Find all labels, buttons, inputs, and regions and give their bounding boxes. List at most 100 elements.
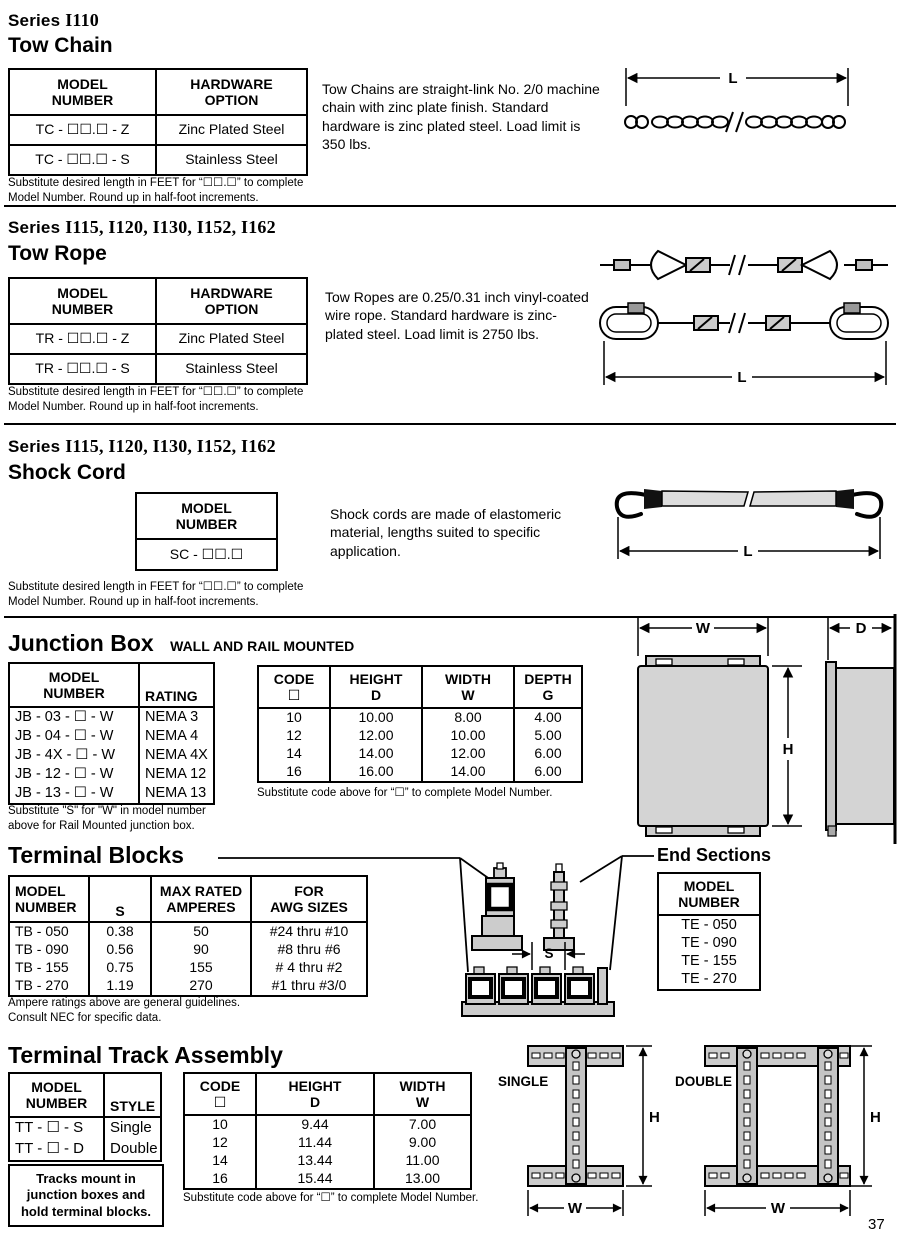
end-sections-table: MODEL NUMBER TE - 050 TE - 090 TE - 155 … [657,872,761,991]
terminal-blocks-title: Terminal Blocks [8,842,184,868]
tow-chain-table: MODEL NUMBER HARDWARE OPTION TC - ☐☐.☐ -… [8,68,308,176]
tow-chain-footnote: Substitute desired length in FEET for “☐… [8,177,304,205]
table-row: SC - ☐☐.☐ [135,538,278,570]
shock-cord-description: Shock cords are made of elastomeric mate… [330,506,562,559]
length-dim-label: L [737,369,746,386]
hardware-option-cell: Stainless Steel [155,144,308,175]
junction-box-title: Junction Box [8,630,154,656]
model-number-cell: TT - ☐ - D [8,1139,105,1161]
model-number-cell: TR - ☐☐.☐ - S [8,353,157,384]
amperes-cell: 270 [150,977,252,996]
column-header: HEIGHT D [255,1072,375,1116]
table-row: TR - ☐☐.☐ - S Stainless Steel [8,353,308,384]
model-number-cell: TB - 155 [8,959,90,977]
column-header: MODEL NUMBER [135,492,278,540]
double-width-dim-label: W [771,1200,786,1217]
assembled-blocks-row [462,967,614,1016]
width-cell: 10.00 [421,727,515,745]
model-number-cell: TE - 090 [657,934,761,953]
code-cell: 14 [183,1152,257,1170]
column-header: MAX RATED AMPERES [150,875,252,923]
tow-chain-title: Tow Chain [8,34,113,57]
column-header: MODEL NUMBER [8,875,90,923]
column-header: STYLE [103,1072,162,1118]
height-dim-label: H [783,741,794,758]
model-number-cell: TE - 155 [657,952,761,971]
column-header: HEIGHT D [329,665,423,709]
tow-rope-series-heading: Series I115, I120, I130, I152, I162 [8,217,276,238]
table-row: TC - ☐☐.☐ - S Stainless Steel [8,144,308,175]
shock-cord-diagram: L [608,489,890,560]
height-cell: 12.00 [329,727,423,745]
awg-cell: #24 thru #10 [250,922,368,941]
series-codes: I110 [65,10,99,30]
single-height-dim-label: H [649,1109,660,1126]
width-cell: 14.00 [421,763,515,782]
table-row: TE - 155 [657,952,761,971]
double-label: DOUBLE [675,1074,732,1089]
depth-cell: 6.00 [513,745,583,763]
height-cell: 16.00 [329,763,423,782]
column-header: MODEL NUMBER [8,277,157,325]
spacing-dim-label: S [544,946,553,961]
depth-cell: 4.00 [513,708,583,727]
height-cell: 11.44 [255,1134,375,1152]
column-header: S [88,875,152,923]
model-number-cell: SC - ☐☐.☐ [135,538,278,570]
section-divider [4,205,896,207]
double-track-drawing [705,1046,850,1186]
s-cell: 0.38 [88,922,152,941]
s-cell: 0.56 [88,941,152,959]
hardware-option-cell: Zinc Plated Steel [155,114,308,145]
width-cell: 12.00 [421,745,515,763]
rating-cell: NEMA 12 [138,765,215,784]
junction-box-subtitle: WALL AND RAIL MOUNTED [170,638,355,654]
length-dim-label: L [743,543,752,560]
model-number-cell: TE - 050 [657,915,761,935]
rating-cell: NEMA 4X [138,746,215,765]
series-codes: I115, I120, I130, I152, I162 [65,436,276,456]
depth-cell: 6.00 [513,763,583,782]
awg-cell: #8 thru #6 [250,941,368,959]
shock-cord-footnote: Substitute desired length in FEET for “☐… [8,581,304,609]
model-number-cell: TR - ☐☐.☐ - Z [8,323,157,354]
terminal-blocks-diagram: S [210,846,662,1022]
cord-drawing [617,489,882,517]
column-header: CODE ☐ [183,1072,257,1116]
width-cell: 8.00 [421,708,515,727]
terminal-block-profile [472,863,522,950]
code-cell: 10 [183,1115,257,1134]
s-cell: 0.75 [88,959,152,977]
terminal-blocks-footnote: Ampere ratings above are general guideli… [8,997,241,1025]
style-cell: Single [103,1117,162,1139]
shock-cord-table: MODEL NUMBER SC - ☐☐.☐ [135,492,278,571]
end-section-profile [544,864,574,950]
single-label: SINGLE [498,1074,548,1089]
column-header: MODEL NUMBER [8,68,157,116]
section-divider [4,616,896,618]
table-row: TR - ☐☐.☐ - Z Zinc Plated Steel [8,323,308,354]
model-number-cell: TE - 270 [657,970,761,990]
rope-quicklink-style [600,303,888,339]
single-track-drawing [528,1046,623,1186]
series-word: Series [8,218,61,237]
tow-chain-diagram: L [612,62,862,147]
height-cell: 15.44 [255,1170,375,1189]
section-divider [4,423,896,425]
front-view [638,656,768,836]
model-number-cell: TT - ☐ - S [8,1117,105,1139]
terminal-track-title: Terminal Track Assembly [8,1042,283,1068]
end-sections-title: End Sections [657,845,772,865]
height-cell: 14.00 [329,745,423,763]
model-number-cell: JB - 13 - ☐ - W [8,784,140,804]
